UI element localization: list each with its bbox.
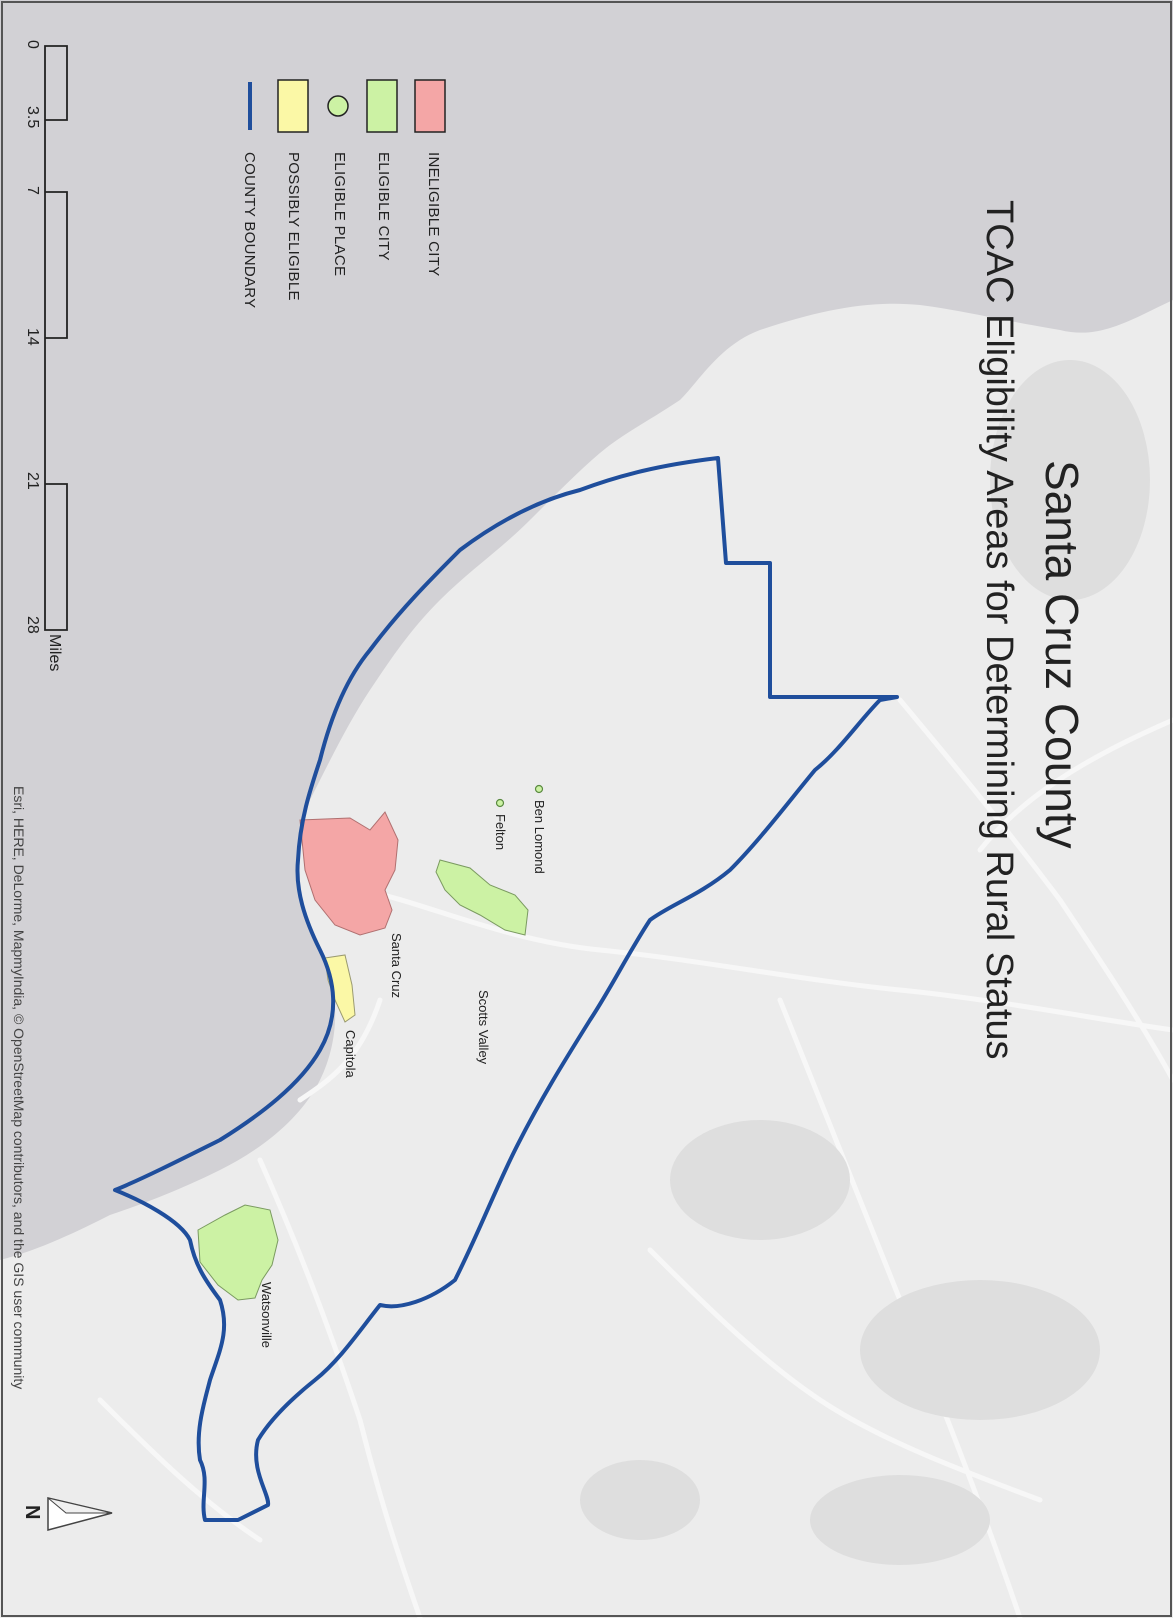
scale-tick-7: 7 [24,186,41,195]
scale-tick-0: 0 [24,40,41,49]
scotts-valley-area[interactable] [435,859,529,936]
place-label-santa-cruz: Santa Cruz [389,933,404,999]
legend-swatch-eligible-place [327,95,349,117]
scale-bar [44,45,68,631]
place-label-felton: Felton [493,814,508,851]
map-subtitle: TCAC Eligibility Areas for Determining R… [978,200,1020,1060]
scale-tick-21: 21 [24,472,41,490]
map-attribution: Esri, HERE, DeLorme, MapmyIndia, © OpenS… [11,786,27,1390]
legend-swatch-ineligible-city [414,79,446,133]
legend-label-possibly-eligible: POSSIBLY ELIGIBLE [285,152,302,301]
legend-label-eligible-place: ELIGIBLE PLACE [331,152,348,277]
scale-tick-28: 28 [24,616,41,634]
county-boundary[interactable] [113,456,899,1522]
watsonville-area[interactable] [197,1204,279,1301]
north-arrow-icon [47,1497,113,1531]
felton-marker[interactable] [495,798,505,808]
legend-swatch-eligible-city [366,79,398,133]
ocean-area [0,0,1173,1260]
scale-tick-14: 14 [24,328,41,346]
scale-unit-label: Miles [46,634,63,672]
north-label: N [21,1505,43,1520]
urban-patches [580,360,1150,1565]
map-title: Santa Cruz County [1036,460,1088,849]
place-label-scotts-valley: Scotts Valley [476,990,491,1065]
scale-tick-3-5: 3.5 [24,106,41,129]
legend-symbols [248,79,446,133]
santa-cruz-area[interactable] [299,811,399,936]
place-label-watsonville: Watsonville [259,1282,274,1348]
ben-lomond-marker[interactable] [534,784,544,794]
legend-swatch-possibly-eligible [277,79,309,133]
legend-label-ineligible-city: INELIGIBLE CITY [425,152,442,277]
place-label-ben-lomond: Ben Lomond [532,800,547,874]
capitola-area[interactable] [324,954,356,1023]
legend-label-county-boundary: COUNTY BOUNDARY [241,152,258,309]
legend-label-eligible-city: ELIGIBLE CITY [375,152,392,261]
place-label-capitola: Capitola [343,1030,358,1078]
